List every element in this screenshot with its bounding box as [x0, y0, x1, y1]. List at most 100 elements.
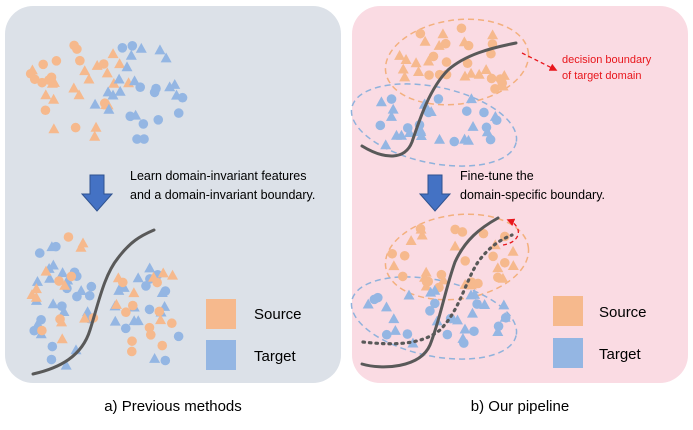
target-point — [132, 272, 144, 283]
target-point — [36, 314, 46, 325]
right-step-text-line1: Fine-tune the — [460, 169, 534, 183]
target-point — [135, 82, 146, 92]
source-point — [167, 318, 177, 329]
source-point — [415, 28, 426, 39]
target-point — [457, 333, 469, 343]
target-point — [415, 124, 427, 135]
target-point — [425, 286, 437, 297]
target-point — [129, 75, 141, 86]
left-step-text-line2: and a domain-invariant boundary. — [130, 188, 315, 202]
source-point — [127, 346, 137, 357]
source-point — [40, 105, 51, 116]
source-point — [405, 235, 417, 246]
source-point — [399, 250, 410, 261]
target-point — [128, 315, 140, 326]
target-point — [391, 129, 403, 140]
target-point — [141, 281, 151, 291]
target-point — [469, 289, 481, 299]
legend-source-swatch-right — [553, 296, 583, 326]
target-point — [493, 321, 504, 332]
decision-boundaries — [31, 41, 518, 376]
down-arrow-left — [80, 174, 114, 212]
target-point — [403, 289, 415, 300]
source-point — [48, 123, 60, 134]
source-point — [497, 78, 508, 88]
target-point — [160, 52, 172, 63]
target-point — [407, 337, 419, 348]
target-point — [459, 133, 471, 144]
target-point — [481, 122, 492, 133]
target-point — [492, 326, 504, 336]
legend-source-swatch-left — [206, 299, 236, 329]
source-point — [145, 330, 156, 340]
source-point — [55, 314, 65, 324]
target-point — [385, 111, 397, 121]
source-ellipse-bottom — [384, 213, 530, 301]
target-point — [380, 301, 392, 312]
target-point — [51, 241, 61, 252]
source-point — [410, 57, 422, 68]
target-point — [125, 111, 136, 122]
source-point — [70, 122, 81, 133]
target-point — [425, 306, 435, 316]
source-point — [490, 84, 500, 94]
target-point — [149, 352, 161, 363]
source-point — [108, 77, 120, 88]
right-step-text-line2: domain-specific boundary. — [460, 188, 605, 202]
target-point — [154, 44, 166, 55]
source-point — [91, 59, 103, 70]
target-boundary-dotted — [361, 233, 514, 346]
source-point — [462, 58, 473, 69]
legend-target-swatch-right — [553, 338, 583, 368]
annotation-arrow — [521, 52, 558, 71]
target-point — [461, 106, 472, 116]
target-point — [430, 298, 440, 309]
target-point — [433, 94, 444, 104]
target-point — [402, 329, 413, 339]
source-point — [154, 306, 165, 317]
source-point — [397, 63, 409, 74]
target-point — [125, 49, 137, 60]
source-point — [83, 73, 95, 84]
caption-right: b) Our pipeline — [471, 398, 569, 415]
target-point — [138, 119, 149, 129]
target-point — [459, 323, 471, 334]
target-point — [489, 110, 501, 121]
source-point — [40, 89, 52, 100]
source-point — [89, 130, 101, 141]
source-point — [112, 272, 124, 283]
source-point — [416, 229, 428, 240]
source-point — [456, 23, 467, 34]
source-point — [155, 314, 167, 325]
target-point — [89, 98, 101, 109]
target-point — [151, 83, 161, 94]
source-point — [51, 56, 62, 66]
caption-left: a) Previous methods — [104, 398, 242, 415]
target-point — [500, 312, 511, 323]
target-point — [47, 341, 58, 352]
source-point — [75, 55, 85, 66]
target-point — [375, 120, 386, 131]
source-point — [128, 287, 140, 298]
target-point — [451, 314, 463, 325]
source-point — [90, 121, 102, 132]
source-point — [394, 50, 406, 60]
target-point — [84, 290, 95, 301]
target-point — [442, 329, 453, 340]
target-point — [418, 98, 430, 109]
source-point — [63, 232, 74, 242]
source-point — [46, 72, 57, 83]
target-point — [160, 355, 171, 366]
source-point — [507, 245, 519, 256]
invariant-boundary-bottom-left — [31, 228, 156, 376]
target-point — [75, 285, 87, 296]
target-point — [402, 123, 413, 133]
source-point — [400, 54, 412, 64]
source-point — [459, 70, 471, 81]
source-point — [438, 274, 450, 285]
source-point — [415, 223, 426, 234]
target-point — [434, 133, 446, 144]
target-point — [127, 41, 138, 51]
target-point — [46, 354, 57, 365]
source-point — [397, 271, 408, 282]
